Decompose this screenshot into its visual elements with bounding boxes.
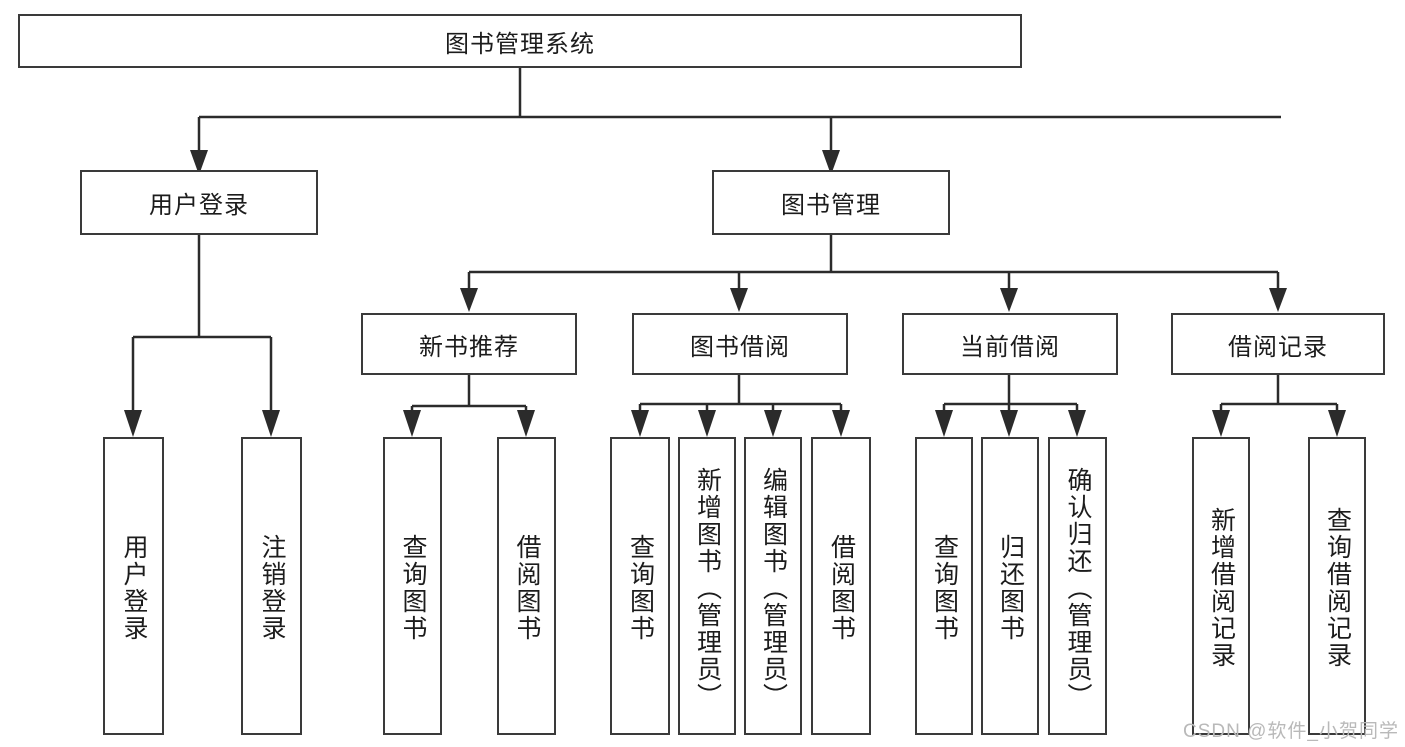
node-new-book-recommendation[interactable]: 新书推荐	[361, 313, 577, 375]
node-label: 当前借阅	[960, 333, 1060, 361]
node-label: 新书推荐	[419, 333, 519, 361]
node-label: 查询图书	[399, 534, 427, 642]
node-label: 查询借阅记录	[1323, 507, 1352, 669]
node-label: 查询图书	[626, 534, 655, 642]
leaf-logout[interactable]: 注销登录	[241, 437, 302, 735]
node-book-management[interactable]: 图书管理	[712, 170, 950, 235]
leaf-query-borrow-record[interactable]: 查询借阅记录	[1308, 437, 1366, 735]
leaf-confirm-return-admin[interactable]: 确认归还（管理员）	[1048, 437, 1107, 735]
leaf-add-borrow-record[interactable]: 新增借阅记录	[1192, 437, 1250, 735]
node-label: 注销登录	[258, 534, 286, 642]
leaf-edit-book-admin[interactable]: 编辑图书（管理员）	[744, 437, 802, 735]
node-label: 编辑图书（管理员）	[759, 466, 788, 710]
node-current-borrowing[interactable]: 当前借阅	[902, 313, 1118, 375]
node-label: 用户登录	[149, 192, 249, 219]
node-label: 图书管理	[781, 192, 881, 219]
leaf-borrow-books-recommend[interactable]: 借阅图书	[497, 437, 556, 735]
node-label: 用户登录	[120, 534, 148, 642]
node-label: 确认归还（管理员）	[1064, 466, 1092, 710]
node-label: 图书管理系统	[445, 30, 595, 58]
node-user-login[interactable]: 用户登录	[80, 170, 318, 235]
node-borrowing-records[interactable]: 借阅记录	[1171, 313, 1385, 375]
watermark-csdn: CSDN @软件_小贺同学	[1183, 721, 1399, 742]
node-label: 查询图书	[930, 534, 959, 642]
node-label: 归还图书	[996, 534, 1025, 642]
leaf-user-login[interactable]: 用户登录	[103, 437, 164, 735]
leaf-borrow-books[interactable]: 借阅图书	[811, 437, 871, 735]
leaf-query-books-borrow[interactable]: 查询图书	[610, 437, 670, 735]
node-label: 借阅图书	[513, 534, 541, 642]
node-label: 借阅图书	[827, 534, 856, 642]
leaf-return-books[interactable]: 归还图书	[981, 437, 1039, 735]
node-label: 新增借阅记录	[1207, 507, 1236, 669]
node-label: 新增图书（管理员）	[693, 466, 722, 710]
leaf-add-book-admin[interactable]: 新增图书（管理员）	[678, 437, 736, 735]
leaf-query-books-recommend[interactable]: 查询图书	[383, 437, 442, 735]
node-book-borrowing[interactable]: 图书借阅	[632, 313, 848, 375]
node-label: 图书借阅	[690, 333, 790, 361]
leaf-query-books-current[interactable]: 查询图书	[915, 437, 973, 735]
node-root-library-management-system[interactable]: 图书管理系统	[18, 14, 1022, 68]
node-label: 借阅记录	[1228, 333, 1328, 361]
